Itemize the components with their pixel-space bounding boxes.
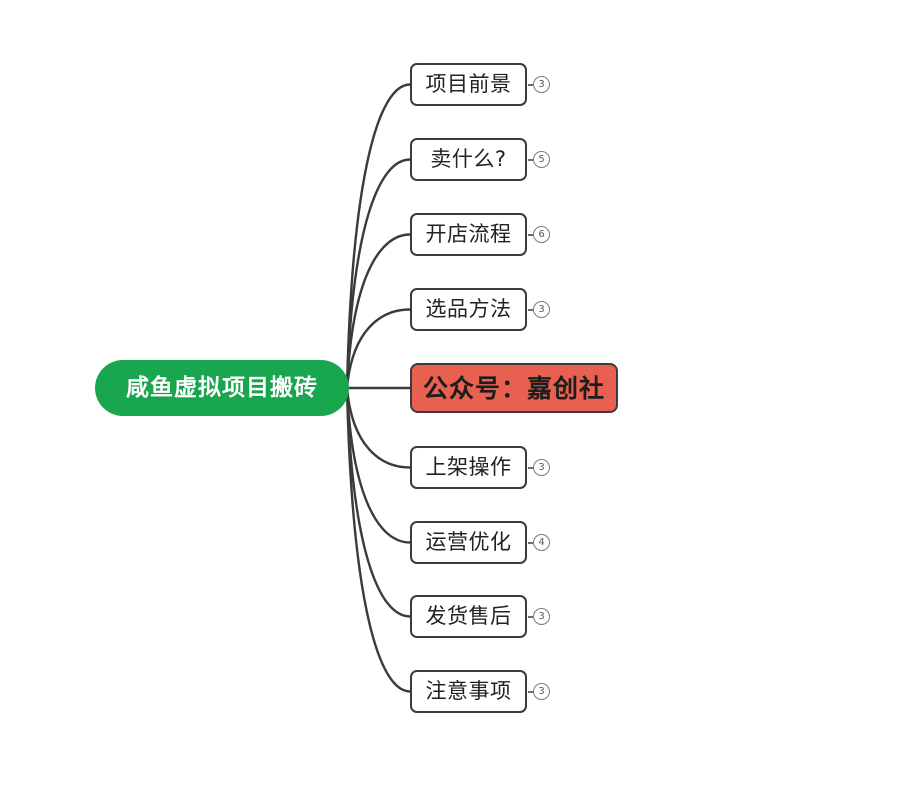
badge-connector-tick: [528, 541, 533, 544]
mindmap-node-6[interactable]: 上架操作: [410, 446, 527, 489]
node-count-badge[interactable]: 3: [528, 301, 550, 319]
node-count-badge-circle: 3: [533, 608, 550, 625]
mindmap-node-label: 开店流程: [425, 222, 512, 246]
node-count-badge-circle: 5: [533, 151, 550, 168]
mindmap-node-label: 项目前景: [425, 72, 512, 96]
badge-connector-tick: [528, 158, 533, 161]
mindmap-node-7[interactable]: 运营优化: [410, 521, 527, 564]
mindmap-node-9[interactable]: 注意事项: [410, 670, 527, 713]
badge-connector-tick: [528, 690, 533, 693]
mindmap-root-label: 咸鱼虚拟项目搬砖: [126, 374, 318, 401]
node-count-badge[interactable]: 3: [528, 608, 550, 626]
mindmap-node-label: 上架操作: [425, 455, 512, 479]
mindmap-node-3[interactable]: 开店流程: [410, 213, 527, 256]
mindmap-node-1[interactable]: 项目前景: [410, 63, 527, 106]
mindmap-node-label: 卖什么?: [430, 147, 507, 171]
node-count-badge-circle: 3: [533, 683, 550, 700]
node-count-badge-circle: 3: [533, 301, 550, 318]
node-count-badge[interactable]: 3: [528, 459, 550, 477]
mindmap-node-5[interactable]: 公众号：嘉创社: [410, 363, 618, 413]
node-count-badge[interactable]: 3: [528, 683, 550, 701]
mindmap-node-label: 公众号：嘉创社: [422, 373, 605, 403]
mindmap-node-4[interactable]: 选品方法: [410, 288, 527, 331]
node-count-badge-circle: 3: [533, 76, 550, 93]
badge-connector-tick: [528, 233, 533, 236]
node-count-badge[interactable]: 6: [528, 226, 550, 244]
node-count-badge-circle: 6: [533, 226, 550, 243]
node-count-badge[interactable]: 5: [528, 151, 550, 169]
badge-connector-tick: [528, 308, 533, 311]
badge-connector-tick: [528, 466, 533, 469]
node-count-badge[interactable]: 3: [528, 76, 550, 94]
node-count-badge-circle: 4: [533, 534, 550, 551]
badge-connector-tick: [528, 83, 533, 86]
node-count-badge-circle: 3: [533, 459, 550, 476]
mindmap-node-2[interactable]: 卖什么?: [410, 138, 527, 181]
mindmap-node-label: 选品方法: [425, 297, 512, 321]
mindmap-root-node[interactable]: 咸鱼虚拟项目搬砖: [95, 360, 349, 416]
badge-connector-tick: [528, 615, 533, 618]
mindmap-node-label: 发货售后: [425, 604, 512, 628]
mindmap-node-8[interactable]: 发货售后: [410, 595, 527, 638]
mindmap-node-label: 注意事项: [425, 679, 512, 703]
mindmap-node-label: 运营优化: [425, 530, 512, 554]
node-count-badge[interactable]: 4: [528, 534, 550, 552]
